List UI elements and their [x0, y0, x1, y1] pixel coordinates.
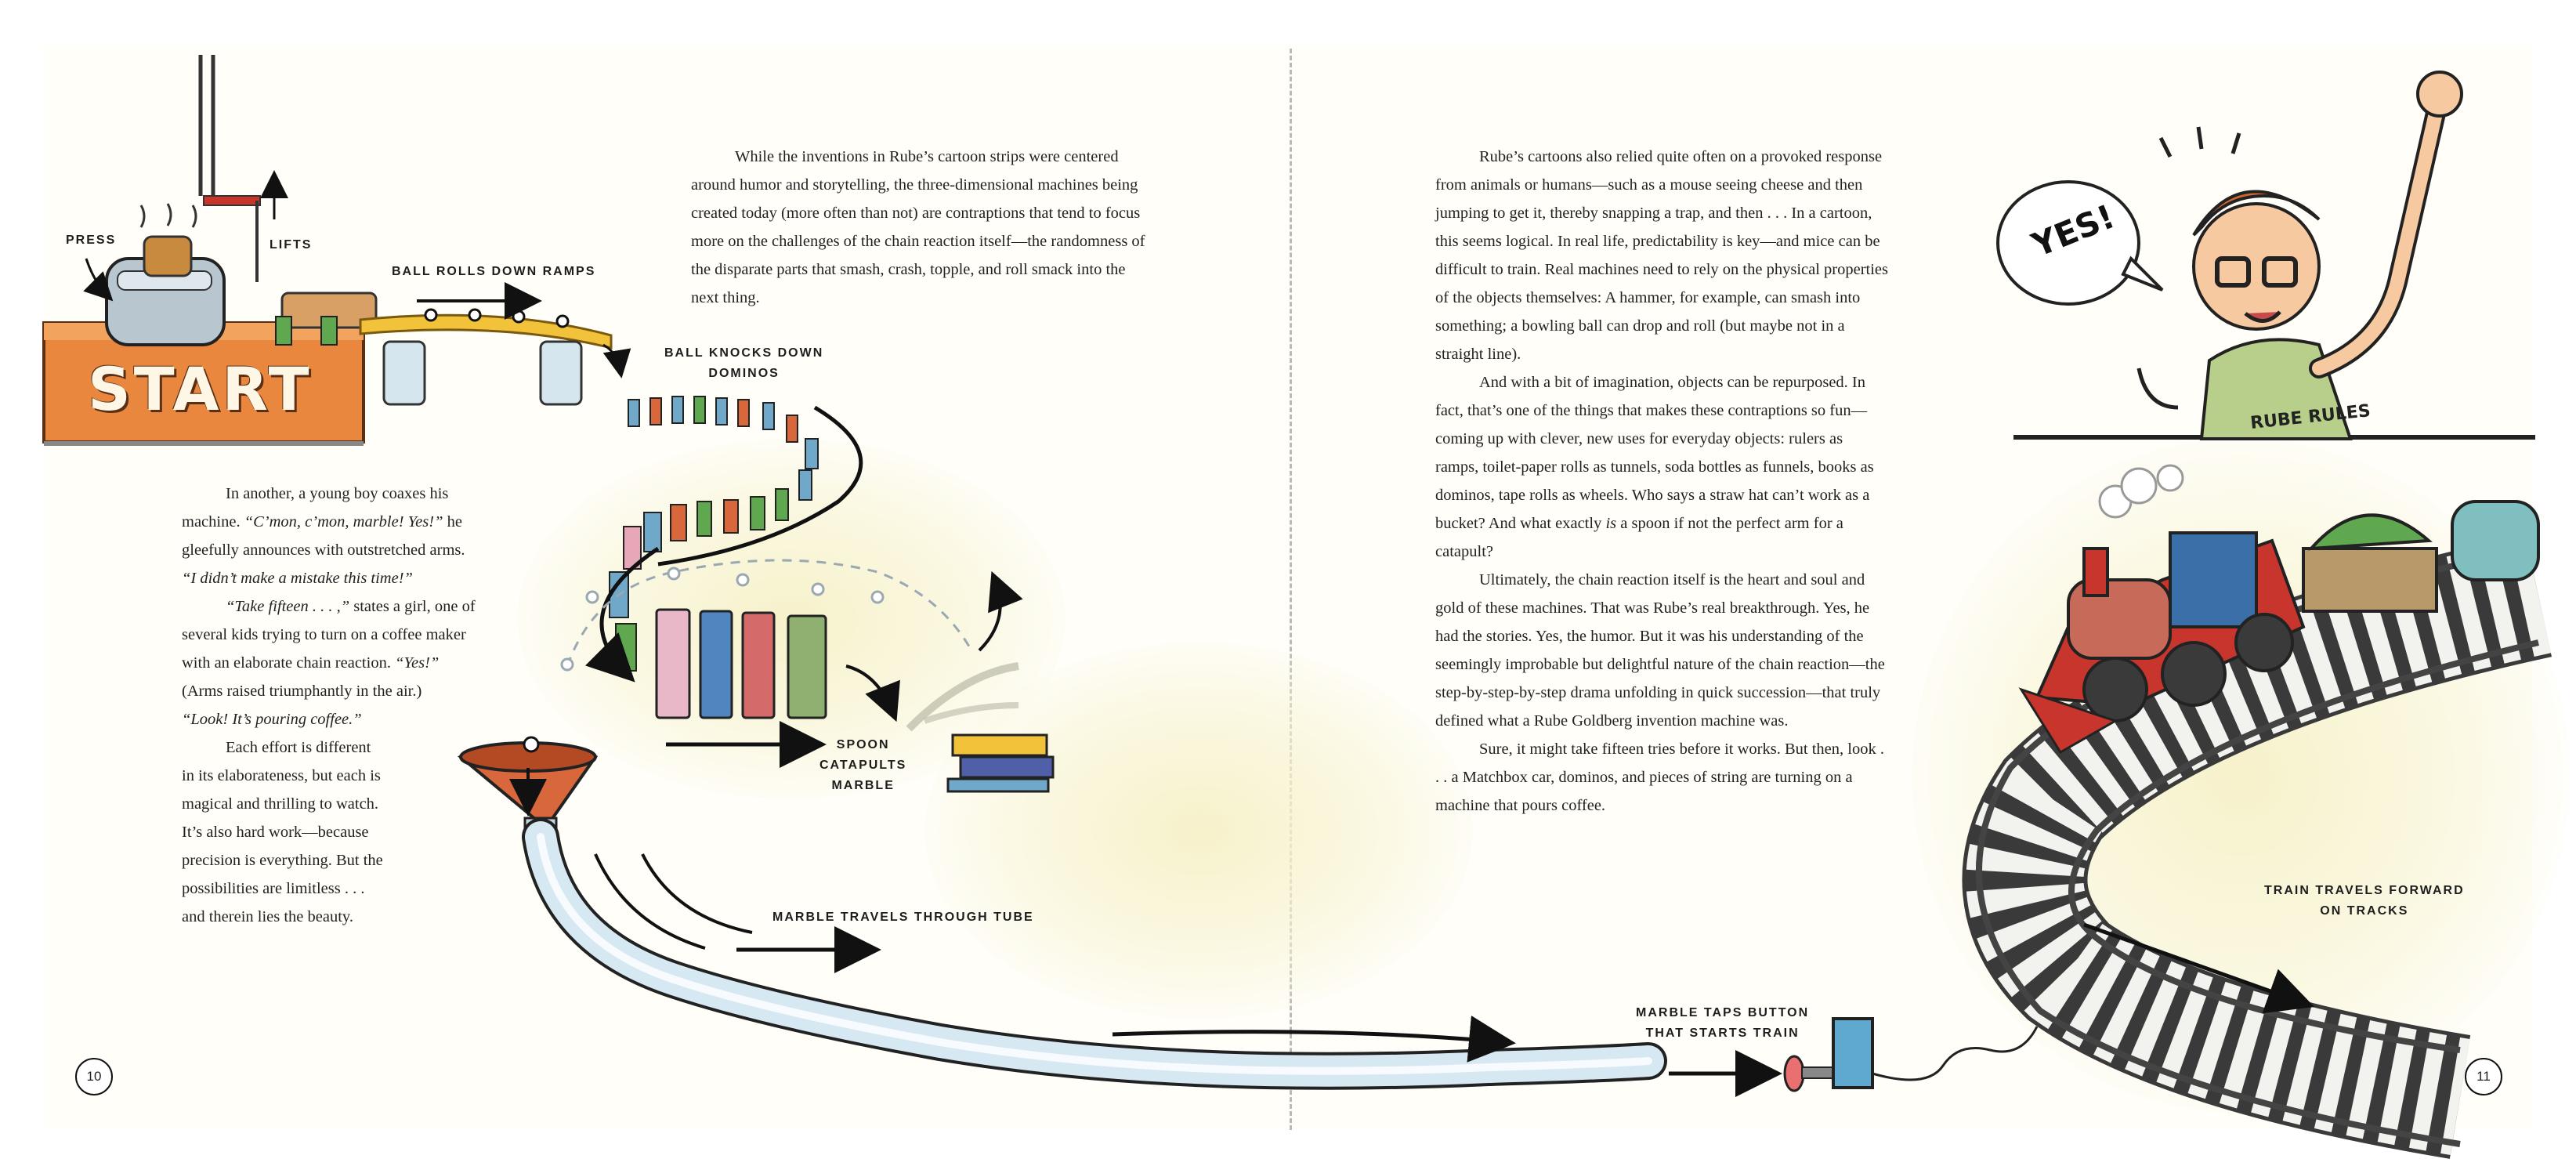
page-number-right: 11: [2465, 1058, 2502, 1095]
p3-line-3-a: with an elaborate chain reaction.: [182, 654, 396, 672]
p3-line-5: “Look! It’s pouring coffee.”: [182, 711, 362, 728]
caption-train: TRAIN TRAVELS FORWARD ON TRACKS: [2264, 881, 2465, 922]
toaster-start-machine: [42, 55, 378, 446]
p4-line-7: and therein lies the beauty.: [182, 908, 353, 925]
p4-line-6: possibilities are limitless . . .: [182, 880, 365, 897]
page-number-left: 10: [75, 1058, 113, 1095]
p2-line-4: “I didn’t make a mistake this time!”: [182, 570, 413, 587]
p2-line-2: machine. “C’mon, c’mon, marble! Yes!” he: [182, 508, 542, 536]
p3-line-2: several kids trying to turn on a coffee …: [182, 626, 466, 643]
right-paragraph-2-a: And with a bit of imagination, objects c…: [1435, 374, 1874, 532]
right-paragraph-1: Rube’s cartoons also relied quite often …: [1435, 148, 1889, 363]
p2-line-2-quote: “C’mon, c’mon, marble! Yes!”: [244, 513, 443, 530]
right-paragraph-2-italic: is: [1605, 515, 1617, 532]
right-column: Rube’s cartoons also relied quite often …: [1435, 143, 1888, 820]
caption-lifts: LIFTS: [270, 238, 313, 252]
caption-spoon: SPOON CATAPULTS MARBLE: [819, 735, 906, 796]
caption-ball-knocks: BALL KNOCKS DOWN DOMINOS: [664, 343, 823, 384]
p3-line-1-a: states a girl, one of: [349, 598, 476, 615]
caption-marble-taps: MARBLE TAPS BUTTON THAT STARTS TRAIN: [1636, 1003, 1809, 1044]
p2-line-1: In another, a young boy coaxes his: [226, 485, 449, 502]
left-paragraph-1: While the inventions in Rube’s cartoon s…: [691, 143, 1152, 312]
caption-spoon-line1: SPOON: [836, 738, 890, 751]
spoon-catapult: [906, 570, 1055, 793]
right-paragraph-2-b: a spoon if not the perfect arm for a cat…: [1435, 515, 1843, 560]
yellow-ramp: [359, 282, 631, 406]
left-column: In another, a young boy coaxes his machi…: [182, 480, 542, 931]
p3-line-1: “Take fifteen . . . ,” states a girl, on…: [182, 592, 542, 621]
caption-marble-tube: MARBLE TRAVELS THROUGH TUBE: [772, 911, 1034, 924]
p3-line-3: with an elaborate chain reaction. “Yes!”: [182, 649, 542, 677]
p2-line-3: gleefully announces with outstretched ar…: [182, 541, 465, 559]
train: [2018, 464, 2540, 755]
p3-line-4: (Arms raised triumphantly in the air.): [182, 683, 422, 700]
p4-line-5: precision is everything. But the: [182, 852, 383, 869]
right-paragraph-2: And with a bit of imagination, objects c…: [1435, 368, 1888, 566]
caption-ball-rolls: BALL ROLLS DOWN RAMPS: [392, 265, 596, 278]
p3-line-1-quote: “Take fifteen . . . ,”: [226, 598, 350, 615]
caption-marble-taps-line2: THAT STARTS TRAIN: [1645, 1027, 1800, 1040]
right-paragraph-4: Sure, it might take fifteen tries before…: [1435, 741, 1884, 814]
marble-dots: [560, 567, 885, 672]
marble-tube: [522, 818, 1667, 1090]
p3-line-3-quote: “Yes!”: [395, 654, 440, 672]
marble-trajectory: [566, 559, 973, 667]
caption-press: PRESS: [66, 234, 117, 247]
p4-line-4: It’s also hard work—because: [182, 824, 369, 841]
books: [655, 608, 900, 768]
dominos: [584, 396, 863, 683]
caption-ball-knocks-line2: DOMINOS: [708, 367, 780, 380]
page-gutter: [1290, 49, 1292, 1130]
cheering-kid: [1996, 71, 2535, 440]
p4-line-3: magical and thrilling to watch.: [182, 795, 379, 813]
start-label: START: [88, 354, 313, 424]
caption-marble-taps-line1: MARBLE TAPS BUTTON: [1636, 1006, 1810, 1019]
p2-line-2-a: machine.: [182, 513, 244, 530]
caption-train-line1: TRAIN TRAVELS FORWARD: [2264, 884, 2465, 897]
caption-ball-knocks-line1: BALL KNOCKS DOWN: [664, 346, 824, 360]
caption-spoon-line2: CATAPULTS: [819, 759, 907, 772]
p4-line-1: Each effort is different: [226, 739, 371, 756]
left-paragraph-1-text: While the inventions in Rube’s cartoon s…: [691, 148, 1145, 306]
p4-line-2: in its elaborateness, but each is: [182, 767, 381, 784]
right-paragraph-3: Ultimately, the chain reaction itself is…: [1435, 571, 1885, 730]
caption-spoon-line3: MARBLE: [831, 779, 895, 792]
train-button: [1669, 1017, 2039, 1097]
p2-line-2-b: he: [443, 513, 462, 530]
caption-train-line2: ON TRACKS: [2320, 904, 2409, 918]
